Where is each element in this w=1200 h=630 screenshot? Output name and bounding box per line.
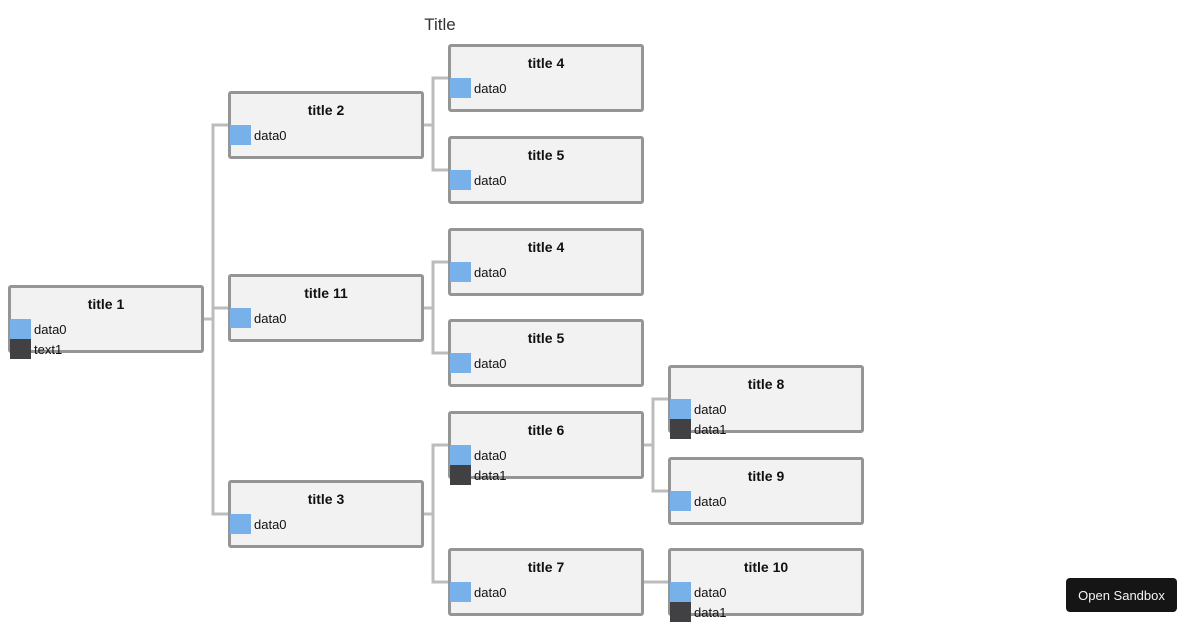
node-row: data1 (450, 465, 507, 485)
node-row: data1 (670, 419, 727, 439)
node-title: title 1 (87, 296, 125, 312)
node-title: title 8 (747, 376, 785, 392)
legend-swatch-data0 (450, 170, 471, 190)
node-title: title 5 (527, 147, 565, 163)
connector-n1-n3 (204, 317, 228, 516)
row-label: data0 (474, 80, 507, 96)
row-label: data0 (694, 584, 727, 600)
node-n8[interactable]: title 8 data0 data1 (668, 365, 864, 439)
legend-swatch-data1 (450, 465, 471, 485)
connector-n2-n5a (424, 123, 448, 172)
node-n4a[interactable]: title 4 data0 (448, 44, 644, 112)
node-title: title 5 (527, 330, 565, 346)
connector-n2-n4a (424, 76, 448, 127)
node-title: title 11 (304, 285, 348, 301)
connector-n6-n8 (644, 397, 668, 447)
row-label: data0 (34, 321, 67, 337)
node-n4b[interactable]: title 4 data0 (448, 228, 644, 296)
row-label: data0 (254, 516, 287, 532)
node-row: data0 (670, 582, 727, 602)
legend-swatch-data0 (230, 514, 251, 534)
node-title: title 2 (307, 102, 345, 118)
node-n5a[interactable]: title 5 data0 (448, 136, 644, 204)
row-label: data0 (474, 447, 507, 463)
row-label: data0 (254, 127, 287, 143)
legend-swatch-data0 (450, 78, 471, 98)
open-sandbox-button[interactable]: Open Sandbox (1066, 578, 1177, 612)
node-title: title 10 (743, 559, 789, 575)
node-title: title 6 (527, 422, 565, 438)
node-row: data0 (450, 78, 507, 98)
row-label: data0 (694, 493, 727, 509)
connector-n1-n11 (204, 306, 228, 321)
node-row: data0 (450, 445, 507, 465)
node-row: data0 (450, 262, 507, 282)
connector-n11-n4b (424, 260, 448, 310)
legend-swatch-data0 (450, 262, 471, 282)
node-n7[interactable]: title 7 data0 (448, 548, 644, 616)
row-label: data1 (474, 467, 507, 483)
node-n11[interactable]: title 11 data0 (228, 274, 424, 342)
row-label: data0 (694, 401, 727, 417)
node-n2[interactable]: title 2 data0 (228, 91, 424, 159)
legend-swatch-data1 (670, 602, 691, 622)
row-label: data1 (694, 421, 727, 437)
connector-n1-n2 (204, 123, 228, 321)
row-label: data0 (474, 172, 507, 188)
node-row: data0 (230, 125, 287, 145)
node-n1[interactable]: title 1 data0 text1 (8, 285, 204, 359)
legend-swatch-data0 (670, 582, 691, 602)
node-n3[interactable]: title 3 data0 (228, 480, 424, 548)
legend-swatch-data1 (670, 419, 691, 439)
node-row: data0 (230, 514, 287, 534)
node-row: data0 (230, 308, 287, 328)
node-n10[interactable]: title 10 data0 data1 (668, 548, 864, 622)
legend-swatch-data0 (230, 308, 251, 328)
legend-swatch-data0 (670, 491, 691, 511)
row-label: data0 (474, 584, 507, 600)
node-n9[interactable]: title 9 data0 (668, 457, 864, 525)
node-n6[interactable]: title 6 data0 data1 (448, 411, 644, 485)
row-label: text1 (34, 341, 63, 357)
legend-swatch-data0 (670, 399, 691, 419)
connector-n3-n7 (424, 512, 448, 584)
legend-swatch-data0 (10, 319, 31, 339)
node-row: text1 (10, 339, 62, 359)
connector-n6-n9 (644, 443, 668, 493)
node-row: data0 (450, 582, 507, 602)
node-row: data0 (450, 353, 507, 373)
node-n5b[interactable]: title 5 data0 (448, 319, 644, 387)
node-title: title 4 (527, 239, 565, 255)
legend-swatch-data0 (230, 125, 251, 145)
legend-swatch-data0 (450, 582, 471, 602)
node-title: title 3 (307, 491, 345, 507)
row-label: data0 (474, 264, 507, 280)
legend-swatch-data0 (450, 445, 471, 465)
node-title: title 9 (747, 468, 785, 484)
node-row: data0 (670, 491, 727, 511)
row-label: data0 (254, 310, 287, 326)
row-label: data1 (694, 604, 727, 620)
node-row: data1 (670, 602, 727, 622)
row-label: data0 (474, 355, 507, 371)
connector-n11-n5b (424, 306, 448, 355)
node-title: title 7 (527, 559, 565, 575)
node-title: title 4 (527, 55, 565, 71)
node-row: data0 (10, 319, 67, 339)
node-row: data0 (670, 399, 727, 419)
legend-swatch-data1 (10, 339, 31, 359)
connector-n3-n6 (424, 443, 448, 516)
legend-swatch-data0 (450, 353, 471, 373)
diagram-title: Title (424, 15, 456, 34)
node-row: data0 (450, 170, 507, 190)
